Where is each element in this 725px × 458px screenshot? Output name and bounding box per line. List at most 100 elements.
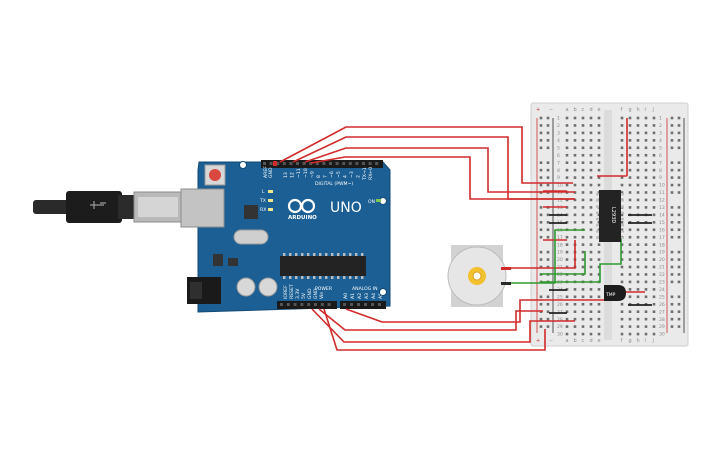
wire-red-power-gnd[interactable]	[318, 308, 543, 331]
header-hole	[263, 162, 266, 165]
usb-plug-collar	[118, 195, 134, 219]
wire-red-digital-1[interactable]	[279, 126, 573, 184]
breadboard-hole	[652, 124, 656, 127]
wire-red-digital-4[interactable]	[310, 156, 575, 200]
l293d-pin	[596, 217, 599, 221]
breadboard-hole	[565, 310, 569, 313]
atmega-pin	[307, 276, 310, 279]
rail-hole	[546, 168, 550, 172]
usb-cable[interactable]	[33, 191, 183, 223]
header-hole	[343, 303, 346, 306]
wire-red-digital-3[interactable]	[304, 147, 575, 193]
atmega-pin	[355, 253, 358, 256]
breadboard-hole	[597, 332, 601, 336]
breadboard-hole	[589, 228, 593, 232]
breadboard-hole	[581, 221, 585, 224]
l293d-body	[599, 190, 621, 242]
capacitor	[258, 277, 278, 297]
l293d-pin	[596, 193, 599, 196]
breadboard-hole	[573, 235, 577, 239]
rail-hole	[546, 228, 550, 232]
breadboard-hole	[636, 288, 640, 291]
rail-hole	[546, 176, 550, 179]
breadboard-hole	[644, 325, 648, 328]
rail-hole	[539, 295, 543, 299]
breadboard-hole	[628, 310, 632, 313]
led-tx	[268, 199, 273, 202]
breadboard-hole	[652, 221, 656, 224]
wire-red-power-5v[interactable]	[311, 308, 575, 343]
rail-hole	[677, 131, 681, 135]
rail-hole	[546, 235, 550, 239]
breadboard-hole	[628, 191, 632, 194]
breadboard-hole	[573, 295, 577, 299]
breadboard-hole	[652, 325, 656, 328]
rail-hole	[539, 213, 543, 217]
breadboard-hole	[628, 183, 632, 187]
breadboard-hole	[636, 317, 640, 321]
breadboard-hole	[636, 310, 640, 313]
column-label: e	[598, 338, 601, 344]
rail-hole	[670, 183, 674, 187]
vin-label: Vin	[319, 292, 325, 299]
breadboard-hole	[589, 168, 593, 172]
breadboard-hole	[636, 258, 640, 261]
breadboard-hole	[589, 325, 593, 328]
header-hole	[364, 303, 367, 306]
breadboard-hole	[589, 250, 593, 254]
rail-hole	[677, 258, 681, 261]
column-label: a	[566, 107, 569, 113]
wire-red-analog[interactable]	[345, 299, 605, 323]
atmega-pin	[349, 253, 352, 256]
rail-hole	[670, 221, 674, 224]
header-hole	[368, 162, 372, 165]
row-label: 22	[557, 272, 563, 278]
usb-b-jack[interactable]	[180, 188, 225, 228]
column-label: f	[621, 107, 623, 113]
v5-label: 5V	[301, 292, 307, 299]
wire-green-motor[interactable]	[511, 229, 585, 284]
rail-hole	[546, 131, 550, 135]
row-label: 2	[659, 123, 662, 129]
header-hole	[327, 303, 331, 306]
power-label: POWER	[315, 286, 333, 292]
atmega-pin	[283, 276, 286, 279]
header-hole	[322, 162, 326, 165]
breadboard-hole	[597, 250, 601, 254]
reset-button[interactable]	[209, 169, 221, 181]
breadboard-hole	[581, 161, 585, 164]
breadboard-hole	[620, 302, 624, 306]
dc-motor[interactable]	[447, 245, 511, 307]
on-label: ON	[368, 199, 375, 205]
breadboard-hole	[565, 168, 569, 172]
breadboard-hole	[620, 213, 624, 217]
digital-pin-label: 8	[316, 175, 322, 178]
l293d-pin	[621, 236, 624, 239]
rail-hole	[670, 273, 674, 276]
column-label: b	[574, 107, 577, 113]
breadboard-hole	[636, 198, 640, 202]
breadboard-hole	[589, 146, 593, 150]
led-13	[273, 161, 277, 166]
wire-red-vin[interactable]	[323, 308, 546, 351]
rail-hole	[670, 213, 674, 217]
tmp-sensor[interactable]: TMP	[604, 285, 626, 301]
wire-green-motor-2[interactable]	[540, 251, 586, 275]
row-label: 20	[659, 257, 665, 263]
wire-red-motor[interactable]	[511, 240, 576, 269]
breadboard-hole	[620, 183, 624, 187]
breadboard-hole	[589, 302, 593, 306]
row-label: 6	[659, 153, 662, 159]
row-label: 18	[557, 242, 563, 248]
breadboard-hole	[636, 295, 640, 299]
l293d-chip[interactable]: L293D	[596, 190, 624, 242]
breadboard-hole	[573, 116, 577, 120]
breadboard-hole	[620, 325, 624, 328]
breadboard-hole	[581, 258, 585, 261]
breadboard-hole	[644, 176, 648, 179]
led-l	[268, 190, 273, 193]
